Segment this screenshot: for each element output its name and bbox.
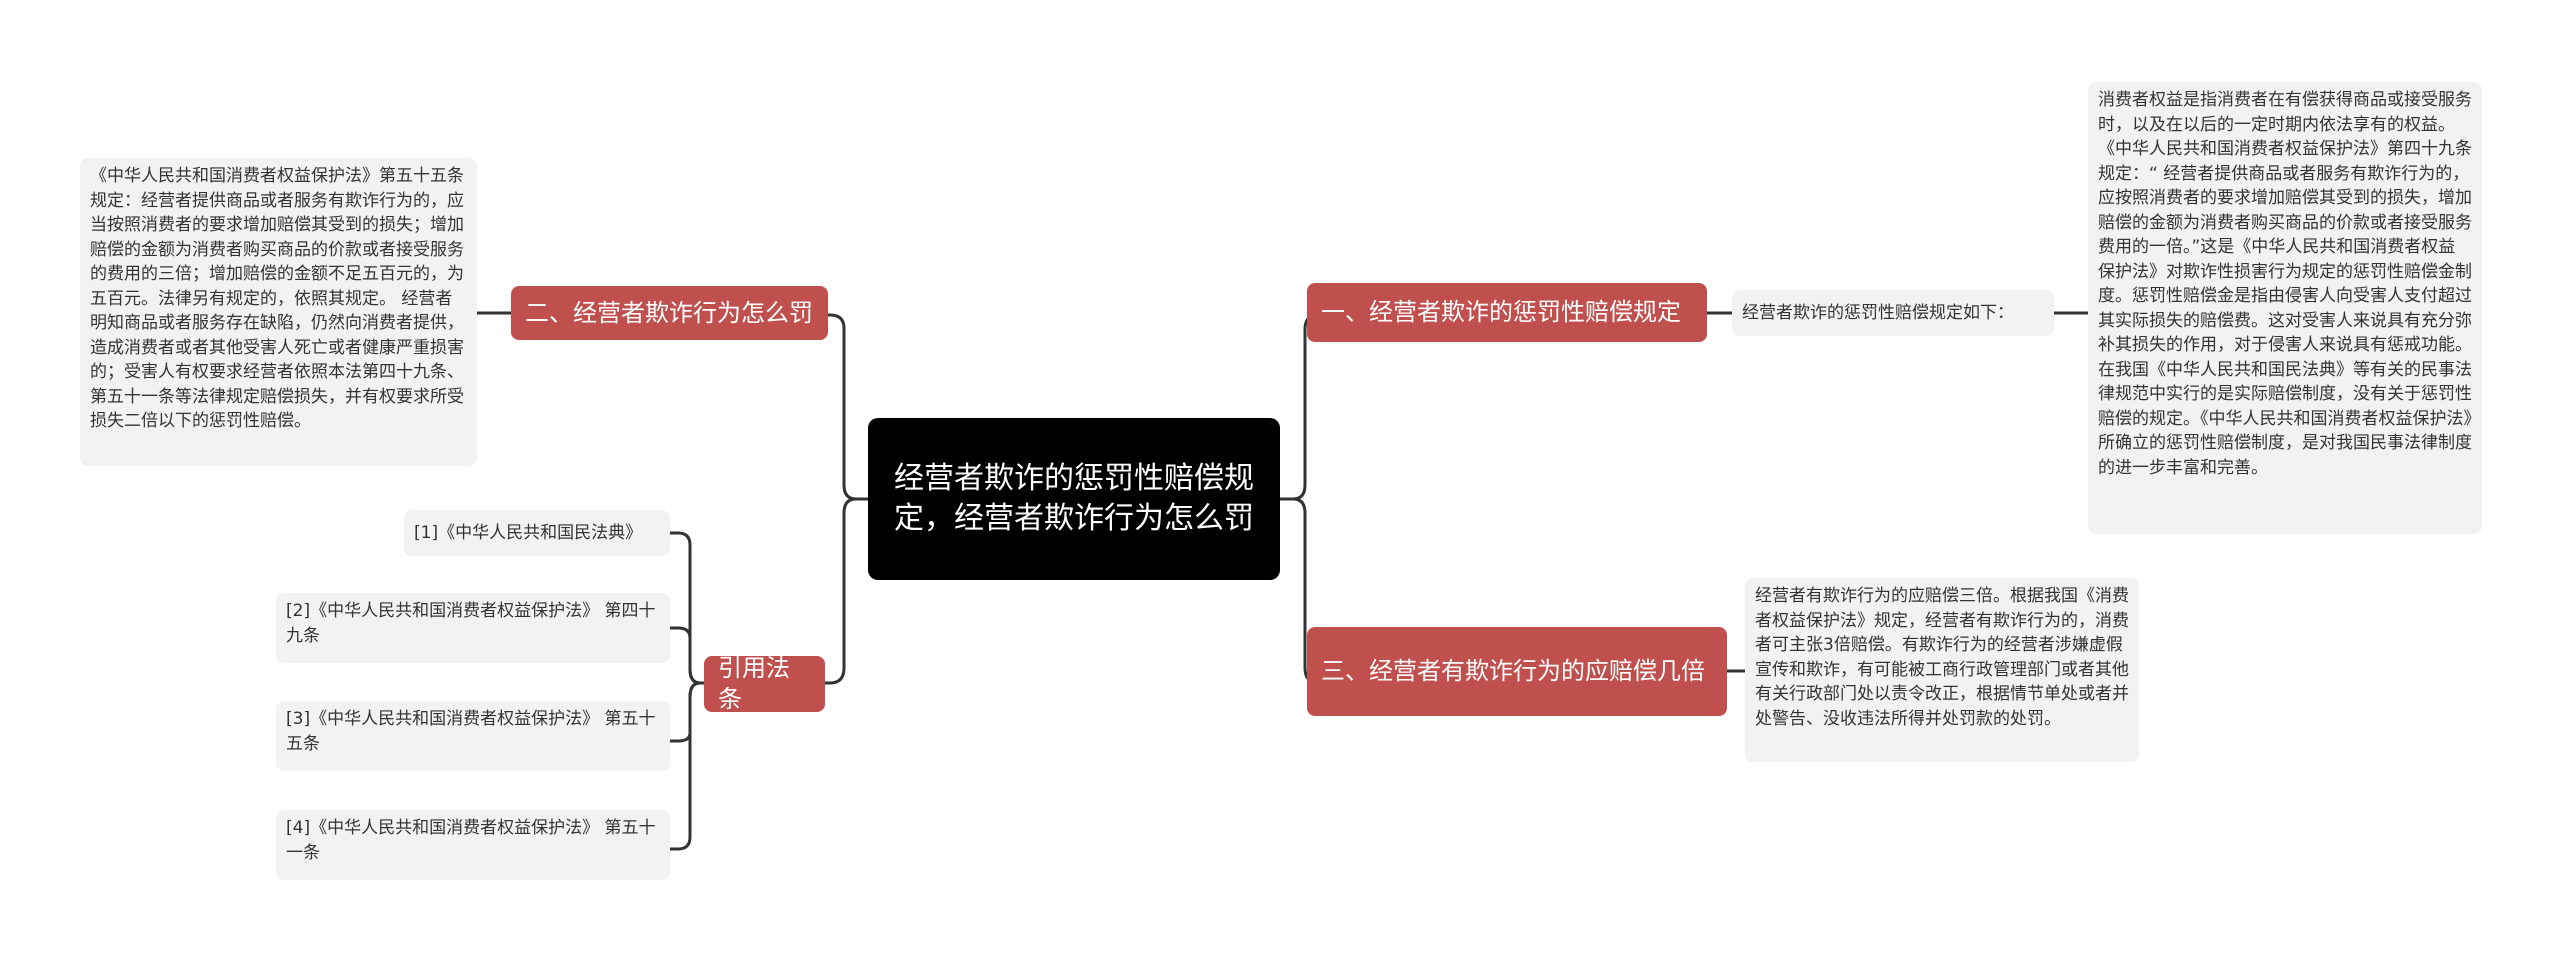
fraud-punishment-detail-text: 《中华人民共和国消费者权益保护法》第五十五条规定：经营者提供商品或者服务有欺诈行… [90,166,464,431]
compensation-multiple-detail[interactable]: 经营者有欺诈行为的应赔偿三倍。根据我国《消费者权益保护法》规定，经营者有欺诈行为… [1745,578,2139,762]
cited-law-item[interactable]: [2]《中华人民共和国消费者权益保护法》 第四十九条 [276,593,670,663]
link-root-b4 [822,497,868,685]
branch-compensation-multiple-label: 三、经营者有欺诈行为的应赔偿几倍 [1321,657,1705,685]
cited-law-item[interactable]: [3]《中华人民共和国消费者权益保护法》 第五十五条 [276,701,670,771]
root-topic-label: 经营者欺诈的惩罚性赔偿规定，经营者欺诈行为怎么罚 [894,461,1254,536]
branch-fraud-punishment-label: 二、经营者欺诈行为怎么罚 [525,298,813,327]
cited-law-item-text: [4]《中华人民共和国消费者权益保护法》 第五十一条 [286,818,656,863]
link-root-b2 [822,313,868,501]
cited-law-item-text: [2]《中华人民共和国消费者权益保护法》 第四十九条 [286,601,656,646]
penalty-rules-detail[interactable]: 消费者权益是指消费者在有偿获得商品或接受服务时，以及在以后的一定时期内依法享有的… [2088,82,2482,534]
link-b4-ref4 [670,681,711,851]
compensation-multiple-detail-text: 经营者有欺诈行为的应赔偿三倍。根据我国《消费者权益保护法》规定，经营者有欺诈行为… [1755,586,2129,729]
cited-law-item-text: [3]《中华人民共和国消费者权益保护法》 第五十五条 [286,709,656,754]
fraud-punishment-detail[interactable]: 《中华人民共和国消费者权益保护法》第五十五条规定：经营者提供商品或者服务有欺诈行… [80,158,477,466]
root-topic[interactable]: 经营者欺诈的惩罚性赔偿规定，经营者欺诈行为怎么罚 [868,418,1280,580]
branch-penalty-rules-label: 一、经营者欺诈的惩罚性赔偿规定 [1321,298,1681,326]
branch-compensation-multiple[interactable]: 三、经营者有欺诈行为的应赔偿几倍 [1307,627,1727,716]
cited-law-item[interactable]: [1]《中华人民共和国民法典》 [404,510,670,556]
cited-law-item-text: [1]《中华人民共和国民法典》 [414,522,643,543]
cited-law-item[interactable]: [4]《中华人民共和国消费者权益保护法》 第五十一条 [276,810,670,880]
branch-cited-laws-label: 引用法条 [718,654,790,713]
link-root-b1 [1280,313,1327,501]
penalty-rules-subnode-text: 经营者欺诈的惩罚性赔偿规定如下： [1742,302,2014,323]
penalty-rules-subnode[interactable]: 经营者欺诈的惩罚性赔偿规定如下： [1732,290,2054,336]
penalty-rules-detail-text: 消费者权益是指消费者在有偿获得商品或接受服务时，以及在以后的一定时期内依法享有的… [2098,90,2472,478]
branch-penalty-rules[interactable]: 一、经营者欺诈的惩罚性赔偿规定 [1307,283,1707,342]
branch-cited-laws[interactable]: 引用法条 [704,654,825,713]
branch-fraud-punishment[interactable]: 二、经营者欺诈行为怎么罚 [511,286,828,340]
